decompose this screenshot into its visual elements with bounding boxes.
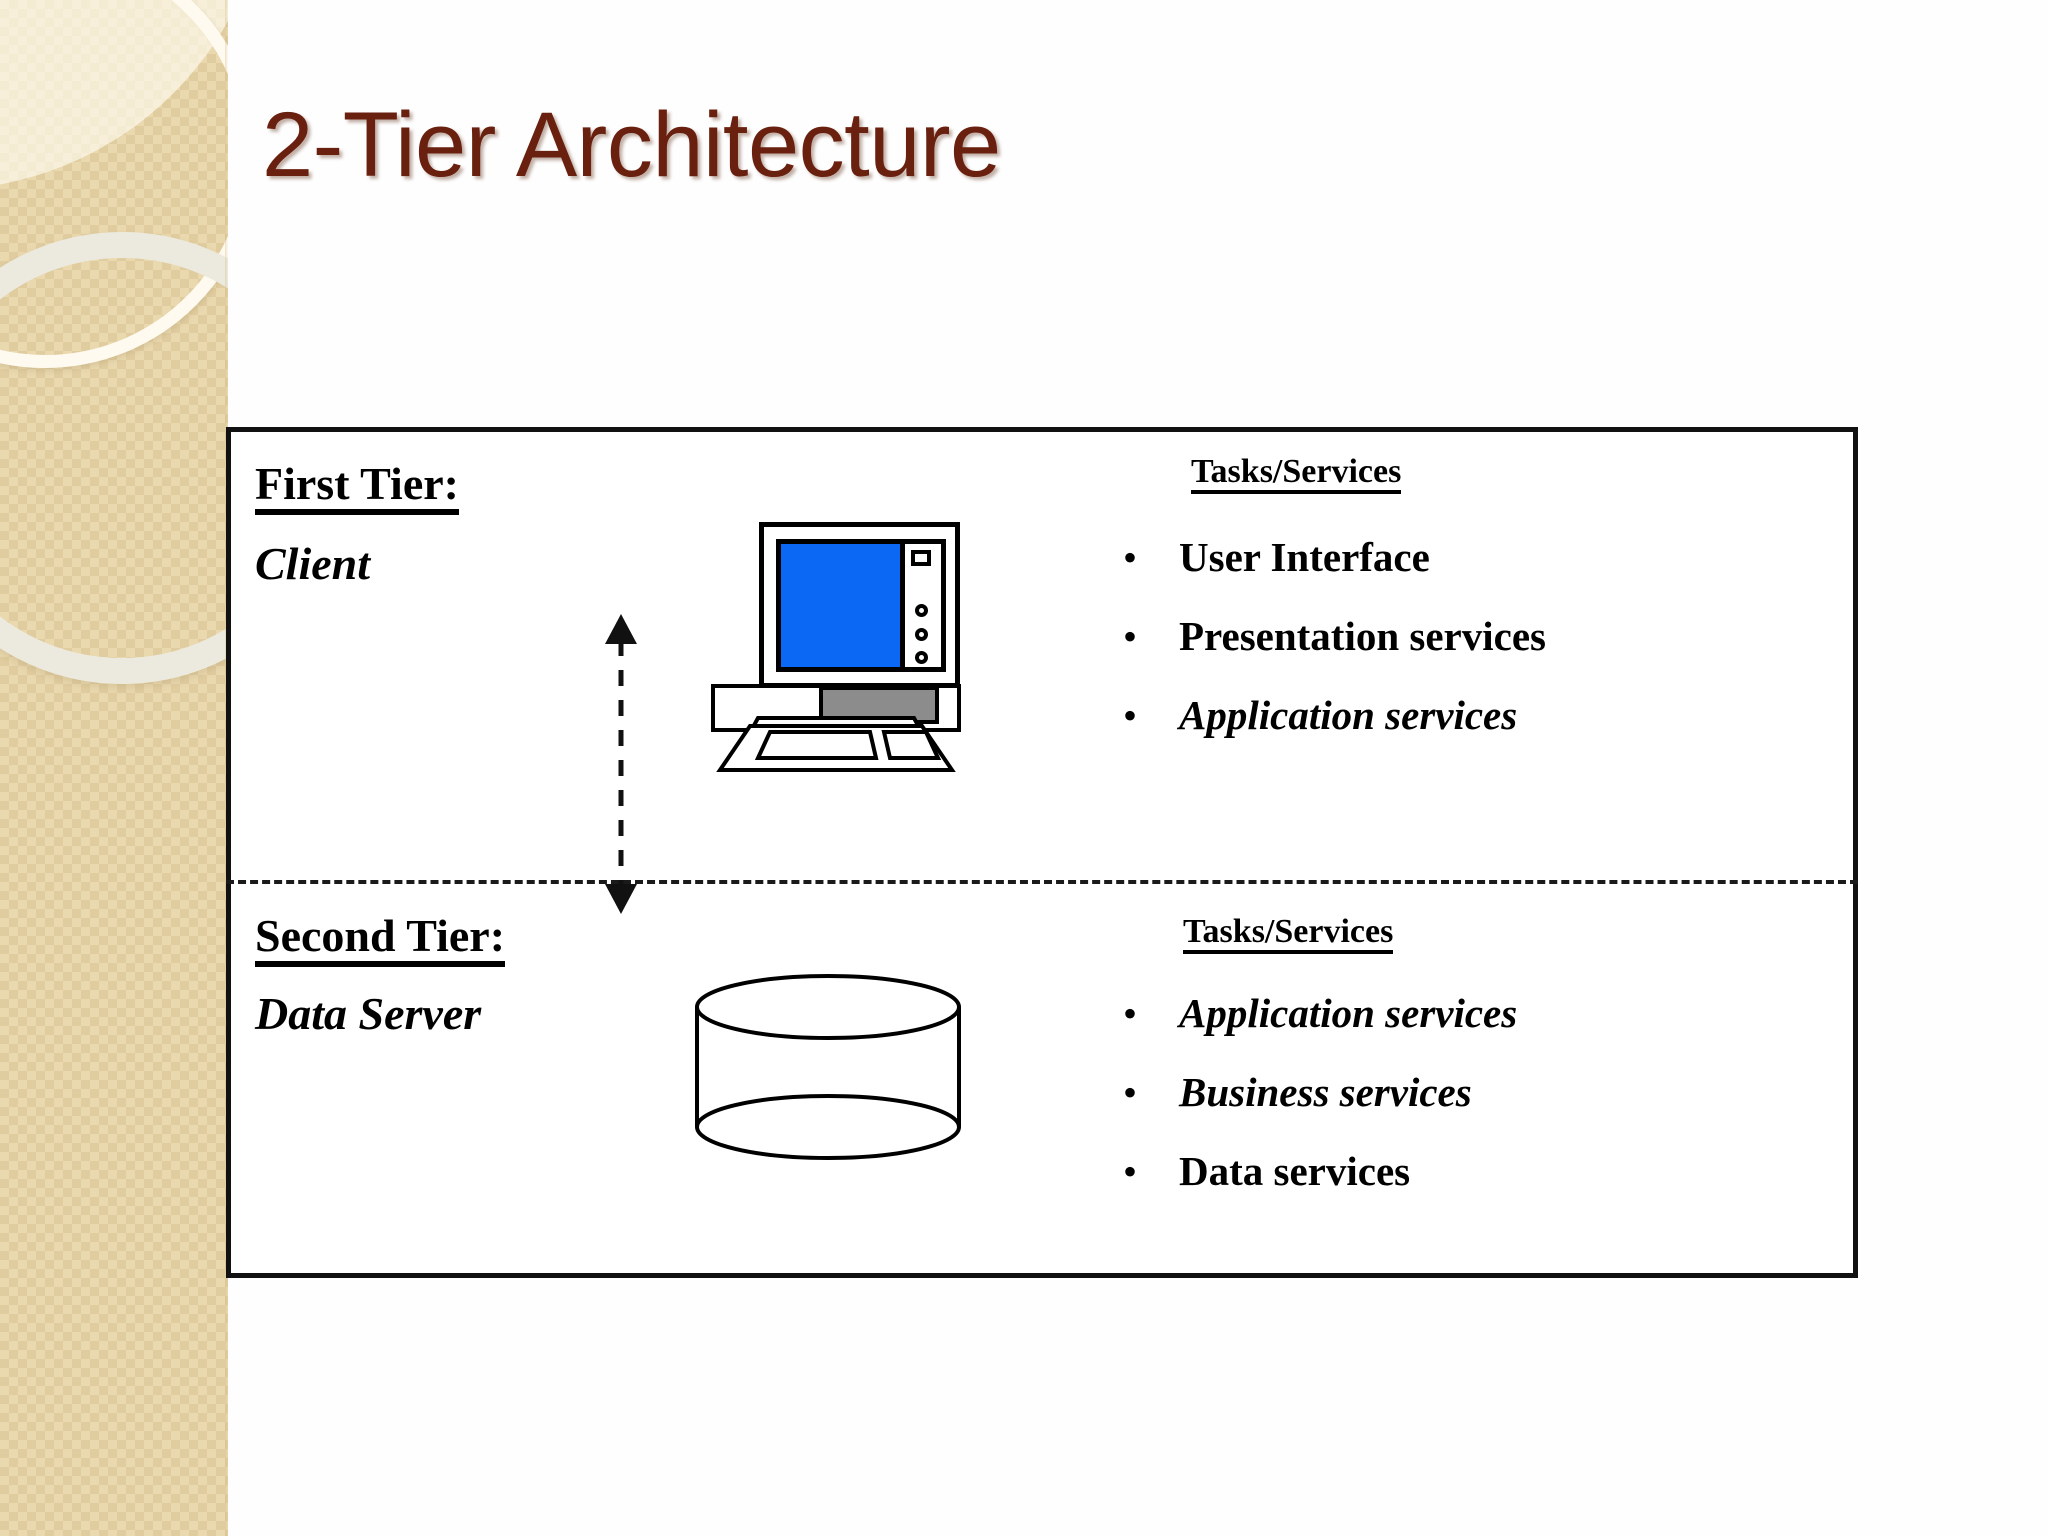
second-tier-task-list: • Application services • Business servic… xyxy=(1123,990,1518,1229)
monitor-screen xyxy=(781,544,900,667)
first-tier-heading: First Tier: xyxy=(255,459,459,516)
decorative-sidebar xyxy=(0,0,228,1536)
first-tier-tasks-title: Tasks/Services xyxy=(1191,454,1402,494)
first-tier-task-list: • User Interface • Presentation services… xyxy=(1123,534,1546,773)
list-item: • Application services xyxy=(1123,694,1546,737)
task-label: Data services xyxy=(1179,1148,1411,1195)
decorative-ring-lower-icon xyxy=(0,232,228,684)
bullet-icon: • xyxy=(1123,1149,1138,1195)
monitor-bezel xyxy=(759,522,960,688)
power-button-icon xyxy=(911,550,931,566)
keyboard-icon xyxy=(686,716,986,772)
bullet-icon: • xyxy=(1123,991,1138,1036)
task-label: Presentation services xyxy=(1179,613,1546,660)
first-tier-subtitle: Client xyxy=(255,538,371,589)
architecture-diagram: First Tier: Client Second Tier: Data Ser… xyxy=(226,427,1858,1278)
bullet-icon: • xyxy=(1123,535,1138,580)
task-label: User Interface xyxy=(1179,534,1430,580)
task-label: Application services xyxy=(1179,990,1518,1036)
database-cylinder-icon xyxy=(693,972,963,1162)
list-item: • Presentation services xyxy=(1123,613,1546,660)
bullet-icon: • xyxy=(1123,1070,1138,1116)
monitor-control-panel xyxy=(900,544,941,667)
page-title: 2-Tier Architecture xyxy=(262,94,1001,196)
monitor-knob-2-icon xyxy=(915,628,928,641)
tier-divider xyxy=(226,880,1858,884)
bullet-icon: • xyxy=(1123,614,1138,660)
desktop-computer-icon xyxy=(686,522,986,772)
second-tier-subtitle: Data Server xyxy=(255,988,482,1039)
bullet-icon: • xyxy=(1123,693,1138,739)
monitor-knob-1-icon xyxy=(915,604,928,617)
monitor-inner-frame xyxy=(776,539,946,672)
second-tier-heading: Second Tier: xyxy=(255,911,506,968)
list-item: • User Interface xyxy=(1123,534,1546,580)
list-item: • Application services xyxy=(1123,990,1518,1036)
list-item: • Data services xyxy=(1123,1150,1517,1193)
monitor-knob-3-icon xyxy=(915,651,928,664)
second-tier-tasks-title: Tasks/Services xyxy=(1183,914,1394,954)
bidirectional-dashed-arrow-icon xyxy=(603,614,639,914)
task-label: Application services xyxy=(1179,692,1518,739)
task-label: Business services xyxy=(1179,1069,1472,1116)
list-item: • Business services xyxy=(1123,1069,1517,1116)
